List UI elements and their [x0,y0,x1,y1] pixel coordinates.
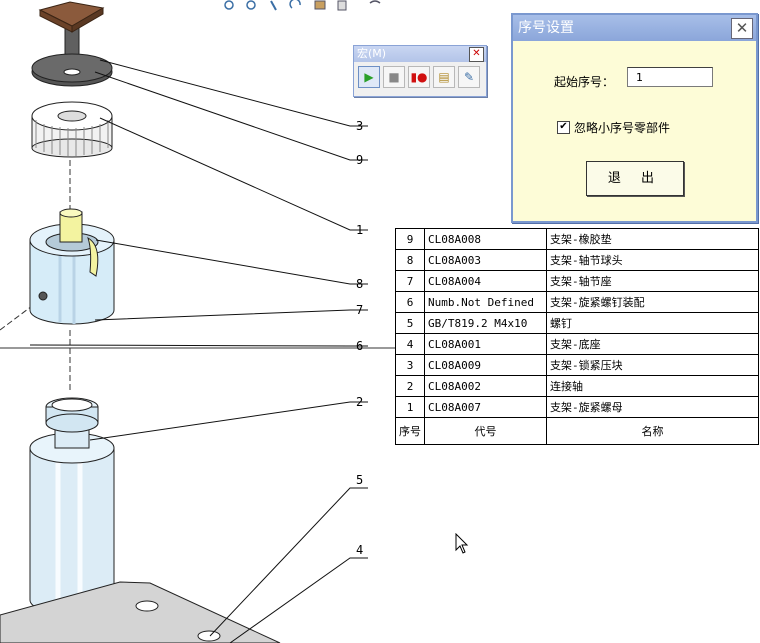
display-icon[interactable] [337,0,347,11]
bom-seq: 2 [395,375,425,397]
balloon-9: 9 [356,153,363,167]
part-base-plate[interactable] [0,581,281,643]
balloon-7: 7 [356,303,363,317]
bom-code: CL08A002 [424,375,547,397]
dialog-title-bar[interactable]: 序号设置 ✕ [513,15,756,41]
part-lock-press-block[interactable] [31,53,113,87]
edit-icon: ✎ [463,70,475,84]
mouse-cursor-icon [455,533,469,554]
bom-seq: 3 [395,354,425,376]
pan-icon[interactable] [270,0,277,11]
bom-code: Numb.Not Defined [424,291,547,313]
bom-name: 支架-底座 [546,333,759,355]
start-number-input[interactable]: 1 [627,67,713,87]
bom-seq: 8 [395,249,425,271]
bom-header-name: 名称 [546,417,759,445]
ignore-small-checkbox[interactable]: ✔ [557,121,570,134]
play-icon: ▶ [364,70,374,84]
ignore-small-label: 忽略小序号零部件 [574,121,671,135]
balloon-1: 1 [356,223,363,237]
balloon-6: 6 [356,339,363,353]
part-connecting-shaft[interactable] [29,397,115,615]
close-icon[interactable]: ✕ [469,47,484,62]
bom-name: 支架-轴节座 [546,270,759,292]
bom-name: 支架-轴节球头 [546,249,759,271]
leader-lines [29,59,368,643]
bom-code: CL08A007 [424,396,547,418]
balloon-labels: 3 9 1 8 7 6 2 5 4 [356,119,363,557]
macro-toolbar[interactable]: 宏(M) ✕ ▶ ■ ▮● ▤ ✎ [353,45,487,97]
new-document-icon: ▤ [438,70,450,84]
part-knurled-nut[interactable] [31,101,113,158]
bom-seq: 5 [395,312,425,334]
part-ball-head[interactable] [59,208,99,277]
bom-seq: 1 [395,396,425,418]
sequence-settings-dialog[interactable]: 序号设置 ✕ 起始序号： 1 ✔ 忽略小序号零部件 退 出 [511,13,758,223]
bom-code: GB/T819.2 M4x10 [424,312,547,334]
balloon-3: 3 [356,119,363,133]
zoom-in-icon[interactable] [224,0,234,10]
record-macro-button[interactable]: ▮● [408,66,430,88]
bom-seq: 4 [395,333,425,355]
stop-icon: ■ [388,70,400,84]
bom-seq: 9 [395,228,425,250]
start-number-label: 起始序号： [554,75,615,89]
bom-seq: 6 [395,291,425,313]
bom-name: 螺钉 [546,312,759,334]
bom-name: 连接轴 [546,375,759,397]
run-macro-button[interactable]: ▶ [358,66,380,88]
bom-code: CL08A003 [424,249,547,271]
macro-title: 宏(M) [357,47,387,60]
bom-code: CL08A001 [424,333,547,355]
bom-code: CL08A008 [424,228,547,250]
bom-header-seq: 序号 [395,417,425,445]
bom-name: 支架-橡胶垫 [546,228,759,250]
new-macro-button[interactable]: ▤ [433,66,455,88]
bom-name: 支架-锁紧压块 [546,354,759,376]
bom-header-row: 序号代号名称 [395,417,759,445]
view-icon[interactable] [314,0,326,10]
close-icon[interactable]: ✕ [731,18,753,39]
balloon-8: 8 [356,277,363,291]
render-icon[interactable] [369,0,381,4]
balloon-5: 5 [356,473,363,487]
exit-button[interactable]: 退 出 [586,161,684,196]
check-icon: ✔ [559,121,568,132]
record-icon: ▮● [410,70,428,84]
zoom-out-icon[interactable] [246,0,256,10]
edit-macro-button[interactable]: ✎ [458,66,480,88]
bom-code: CL08A004 [424,270,547,292]
bom-name: 支架-旋紧螺钉装配 [546,291,759,313]
macro-buttons: ▶ ■ ▮● ▤ ✎ [354,62,486,92]
view-toolbar[interactable] [224,0,381,11]
dialog-title: 序号设置 [518,20,574,36]
stop-macro-button[interactable]: ■ [383,66,405,88]
bom-header-code: 代号 [424,417,547,445]
macro-title-bar[interactable]: 宏(M) ✕ [354,46,486,62]
part-rubber-pad[interactable] [38,1,105,63]
balloon-4: 4 [356,543,363,557]
bom-code: CL08A009 [424,354,547,376]
rotate-icon[interactable] [289,0,301,9]
bom-name: 支架-旋紧螺母 [546,396,759,418]
bom-seq: 7 [395,270,425,292]
balloon-2: 2 [356,395,363,409]
